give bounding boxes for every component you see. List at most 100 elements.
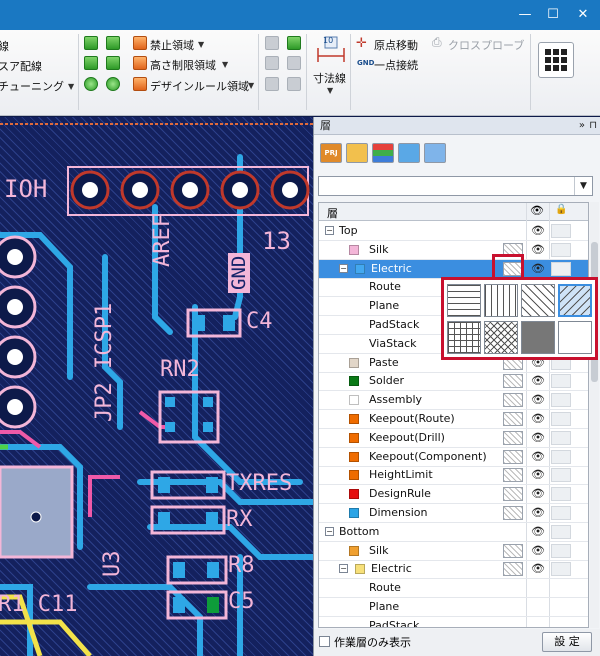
hatch-pattern-cell[interactable] [503, 487, 523, 502]
layer-row[interactable]: −Bottom👁 [319, 523, 588, 542]
minimize-button[interactable]: — [518, 7, 532, 22]
ribbon-label-tuning[interactable]: チューニング [0, 80, 64, 93]
lock-toggle[interactable] [551, 449, 571, 464]
layer-list-button[interactable] [346, 143, 368, 163]
hatch-pattern-cell[interactable] [503, 412, 523, 426]
chevron-right-icon[interactable]: » [578, 120, 585, 131]
green-square-icon[interactable] [84, 56, 98, 70]
pattern-solid[interactable] [521, 321, 555, 354]
hatch-pattern-cell[interactable] [503, 374, 523, 389]
visibility-eye-icon[interactable]: 👁 [531, 430, 545, 444]
visibility-eye-icon[interactable]: 👁 [531, 449, 545, 463]
green-square-icon[interactable] [84, 36, 98, 50]
lock-toggle[interactable] [551, 506, 571, 520]
visibility-eye-icon[interactable]: 👁 [531, 562, 545, 576]
pin-icon[interactable]: ⊓ [589, 120, 597, 131]
layer-row[interactable]: Dimension👁 [319, 504, 588, 523]
tree-expander-icon[interactable]: − [325, 526, 334, 536]
layer-color-swatch[interactable] [349, 489, 359, 500]
layer-color-swatch[interactable] [349, 470, 359, 481]
layer-color-swatch[interactable] [349, 508, 359, 518]
hatch-pattern-cell[interactable] [503, 562, 523, 577]
layer-row[interactable]: Route [319, 579, 588, 599]
origin-move-button[interactable]: 原点移動 [374, 39, 418, 52]
layer-row[interactable]: Silk👁 [319, 241, 588, 260]
lock-toggle[interactable] [551, 543, 571, 558]
layer-row[interactable]: DesignRule👁 [319, 485, 588, 505]
visibility-eye-icon[interactable]: 👁 [531, 261, 545, 275]
layer-row[interactable]: Assembly👁 [319, 391, 588, 411]
pattern-diagonal-right-selected[interactable] [558, 284, 592, 317]
lock-toggle[interactable] [551, 224, 571, 238]
single-point-connect-button[interactable]: 一点接続 [374, 59, 418, 72]
lock-toggle[interactable] [551, 524, 571, 539]
chevron-down-icon[interactable]: ▼ [574, 177, 592, 195]
layer-row[interactable]: PadStack [319, 617, 588, 627]
layer-color-swatch[interactable] [349, 244, 359, 255]
dimension-button[interactable]: 寸法線 [313, 72, 346, 85]
pattern-none[interactable] [558, 321, 592, 354]
hatch-pattern-cell[interactable] [503, 468, 523, 483]
pattern-vertical[interactable] [484, 284, 518, 317]
lock-toggle[interactable] [551, 430, 571, 445]
lock-toggle[interactable] [551, 487, 571, 502]
layer-row[interactable]: −Electric👁 [319, 259, 588, 279]
green-shape-icon[interactable] [287, 36, 301, 50]
pcb-canvas[interactable]: IOH AREF GND 13 C4 RN2 JP2 ICSP1 TXRES R… [0, 117, 313, 656]
visibility-eye-icon[interactable]: 👁 [531, 468, 545, 482]
lock-toggle[interactable] [551, 393, 571, 408]
tree-expander-icon[interactable]: − [339, 263, 348, 273]
lock-toggle[interactable] [551, 468, 571, 483]
forbid-area-button[interactable]: 禁止領域 [150, 39, 194, 52]
hatch-pattern-cell[interactable] [503, 430, 523, 445]
maximize-button[interactable]: ☐ [547, 7, 559, 22]
tree-expander-icon[interactable]: − [339, 564, 348, 574]
project-button[interactable]: PRJ [320, 143, 342, 163]
visibility-eye-icon[interactable]: 👁 [531, 487, 545, 501]
hatch-pattern-cell[interactable] [503, 449, 523, 464]
pattern-diagonal-left[interactable] [521, 284, 555, 317]
layer-row[interactable]: Silk👁 [319, 542, 588, 561]
pattern-horizontal[interactable] [447, 284, 481, 317]
layer-row[interactable]: Solder👁 [319, 372, 588, 392]
hatch-pattern-cell[interactable] [503, 506, 523, 520]
lock-toggle[interactable] [551, 562, 571, 577]
apps-grid-button[interactable] [538, 42, 574, 78]
visibility-eye-icon[interactable]: 👁 [531, 393, 545, 407]
height-limit-area-button[interactable]: 高さ制限領域 [150, 59, 216, 72]
chevron-down-icon[interactable]: ▼ [248, 81, 255, 90]
layer-color-swatch[interactable] [349, 451, 359, 462]
layer-row[interactable]: Keepout(Route)👁 [319, 410, 588, 429]
layer-edit-button[interactable] [398, 143, 420, 163]
layer-row[interactable]: −Top👁 [319, 222, 588, 241]
visibility-eye-icon[interactable]: 👁 [531, 374, 545, 388]
lock-toggle[interactable] [551, 242, 571, 257]
layer-grid-button[interactable] [424, 143, 446, 163]
visibility-eye-icon[interactable]: 👁 [531, 224, 545, 237]
chevron-down-icon[interactable]: ▼ [327, 86, 334, 95]
visibility-eye-icon[interactable]: 👁 [531, 543, 545, 557]
lock-toggle[interactable] [551, 412, 571, 426]
design-rule-area-button[interactable]: デザインルール領域 [150, 80, 249, 93]
hatch-pattern-cell[interactable] [503, 261, 523, 276]
settings-button[interactable]: 設 定 [542, 632, 592, 652]
layer-color-swatch[interactable] [349, 357, 359, 368]
layer-color-swatch[interactable] [355, 263, 365, 274]
layer-filter-select[interactable]: ▼ [318, 176, 593, 196]
layer-color-swatch[interactable] [349, 545, 359, 556]
ribbon-label-line[interactable]: 線 [0, 40, 9, 53]
lock-toggle[interactable] [551, 261, 571, 276]
visibility-eye-icon[interactable]: 👁 [531, 506, 545, 519]
layer-color-swatch[interactable] [349, 414, 359, 424]
hatch-pattern-cell[interactable] [503, 393, 523, 408]
chevron-down-icon[interactable]: ▼ [222, 60, 229, 69]
green-circle-icon[interactable] [106, 77, 120, 91]
visibility-eye-icon[interactable]: 👁 [531, 524, 545, 538]
green-circle-icon[interactable] [84, 77, 98, 91]
close-button[interactable]: ✕ [577, 7, 589, 22]
layer-row[interactable]: HeightLimit👁 [319, 466, 588, 486]
layer-color-swatch[interactable] [355, 564, 365, 575]
layer-stack-button[interactable] [372, 143, 394, 163]
layer-color-swatch[interactable] [349, 376, 359, 387]
dimension-icon[interactable] [314, 34, 348, 68]
